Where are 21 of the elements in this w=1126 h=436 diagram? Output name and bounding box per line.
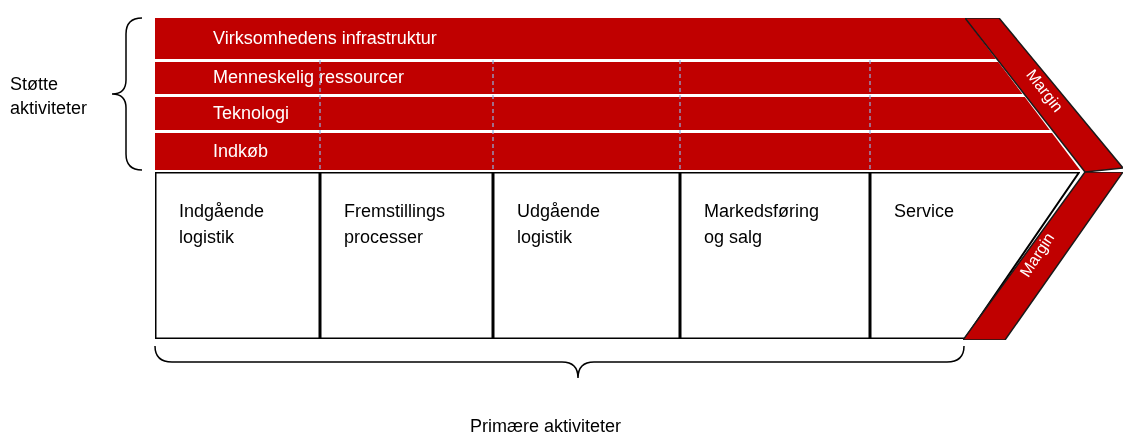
- margin-chevron: [963, 172, 1123, 340]
- activity-label: Virksomhedens infrastruktur: [213, 27, 437, 49]
- activity-label: Fremstillings processer: [344, 200, 446, 249]
- activity-label: Indgående logistik: [179, 200, 266, 249]
- support-activity-band: [155, 133, 1080, 170]
- activity-label: Markedsføring og salg: [704, 200, 821, 249]
- group-label: Primære aktiviteter: [470, 415, 622, 436]
- primary-activity-box: [870, 172, 1080, 339]
- primary-activity-box: [680, 172, 870, 339]
- activity-label: Menneskelig ressourcer: [213, 67, 405, 88]
- support-activity-band: [155, 18, 996, 59]
- primary-activity-box: [320, 172, 493, 339]
- primary-activity-box: [155, 172, 320, 339]
- margin-chevron: [965, 18, 1123, 172]
- activity-label: Udgående logistik: [517, 200, 602, 249]
- support-activity-band: [155, 62, 1023, 94]
- group-label: Støtte aktiviteter: [10, 73, 89, 120]
- primary-activity-box: [493, 172, 680, 339]
- activity-label: Indkøb: [213, 140, 269, 162]
- activity-label: Teknologi: [213, 102, 290, 124]
- activity-label: Service: [894, 200, 956, 223]
